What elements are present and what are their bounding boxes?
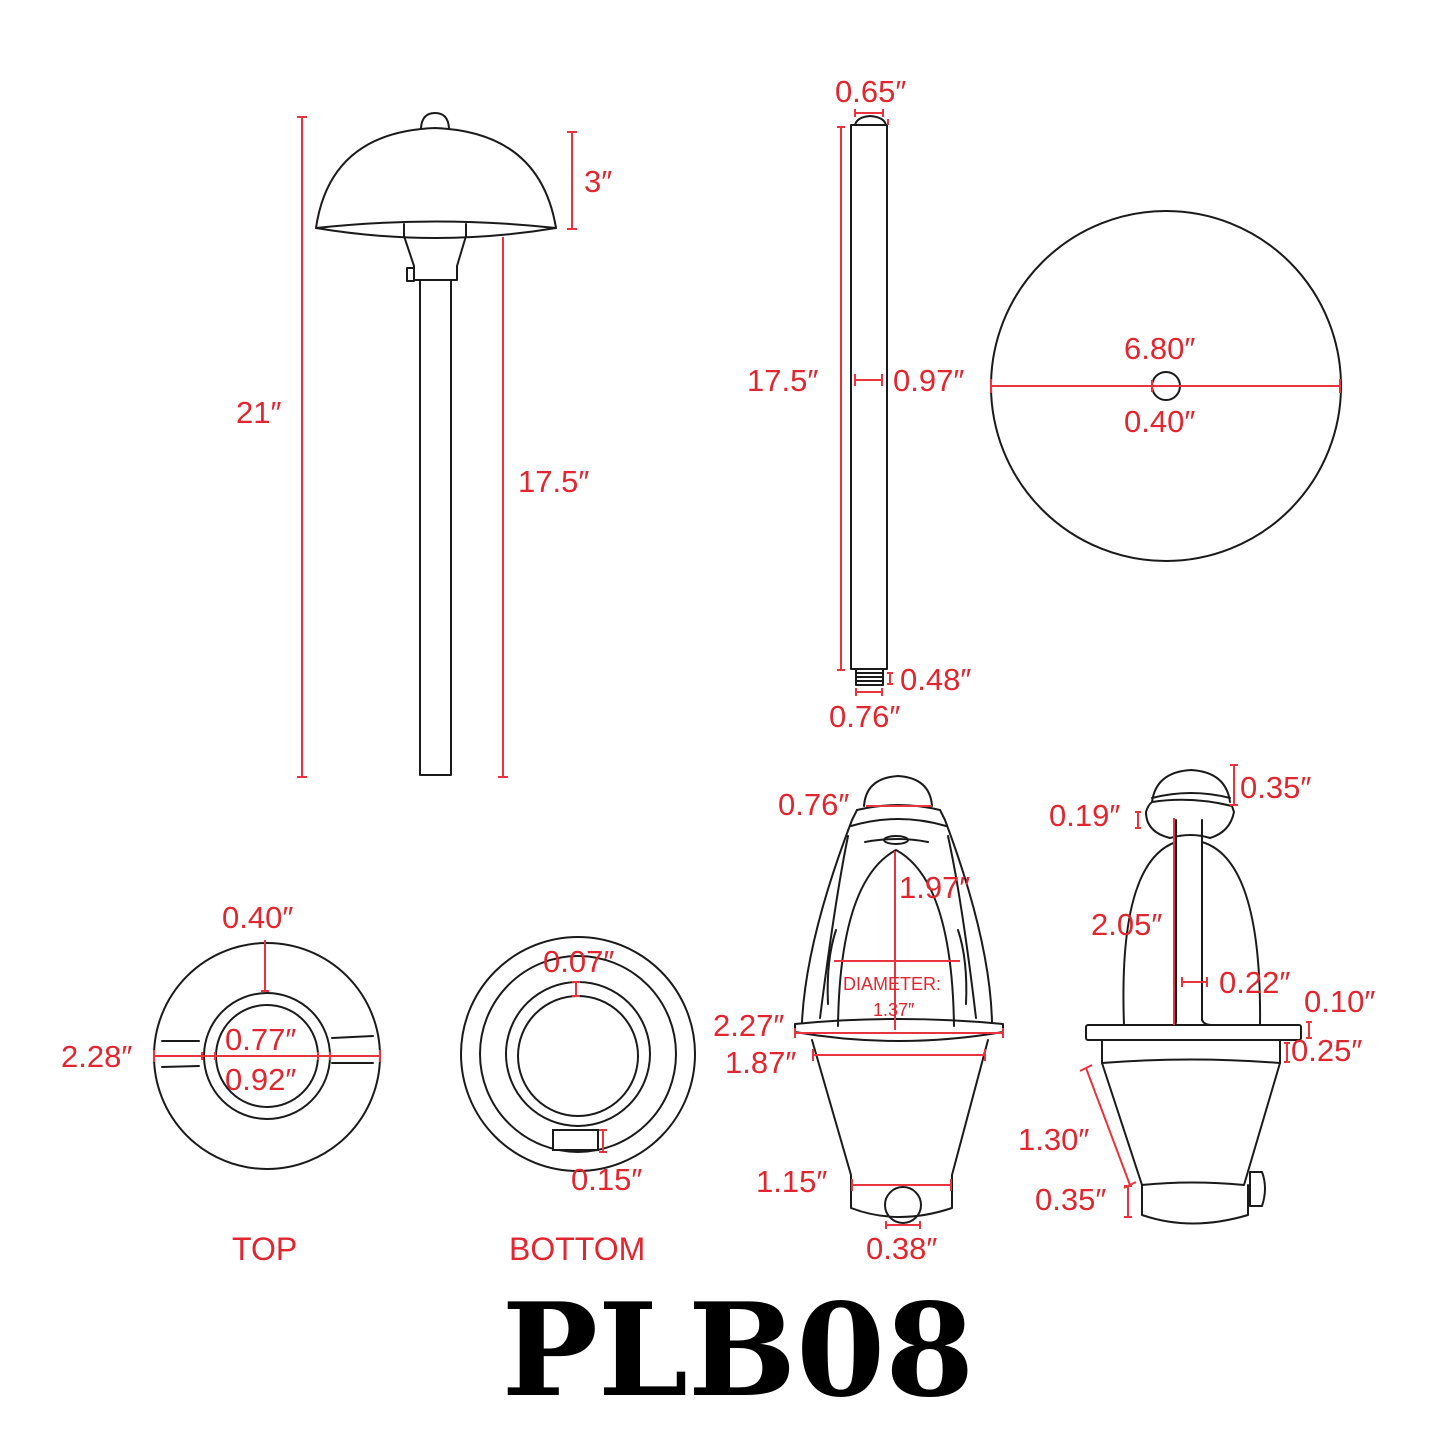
cap-height-label: 0.35″ bbox=[1240, 770, 1311, 805]
bottom-view-label: BOTTOM bbox=[509, 1231, 645, 1267]
body-bottom-width-label: 1.15″ bbox=[756, 1164, 827, 1199]
stem-diameter-label: 0.97″ bbox=[893, 363, 964, 398]
dimension-flange-width bbox=[794, 1028, 1004, 1038]
bottom-tab bbox=[552, 1129, 599, 1151]
center-hole-label: 0.40″ bbox=[1124, 404, 1195, 439]
set-screw-label: 0.38″ bbox=[866, 1231, 937, 1266]
dimension-stem-height bbox=[498, 237, 508, 778]
fixture-front-outline bbox=[794, 775, 1004, 1224]
stem-outline bbox=[850, 115, 888, 686]
dimension-flange-thickness bbox=[1306, 1021, 1312, 1039]
lens-height-label: 1.97″ bbox=[899, 870, 970, 905]
dimension-stem-length bbox=[837, 126, 845, 671]
inner-diameter-a-label: 0.77″ bbox=[225, 1022, 296, 1057]
overall-height-label: 21″ bbox=[236, 395, 281, 430]
dimension-shade-height bbox=[567, 131, 577, 230]
dimension-thread-diameter bbox=[855, 688, 883, 696]
dimension-post-width bbox=[1181, 977, 1208, 987]
dimension-body-top-width bbox=[812, 1049, 986, 1061]
fixture-front-view: 0.76″ 1.97″ DIAMETER: 1.37″ 2.27″ 1.87″ … bbox=[713, 775, 1004, 1266]
dimension-shade-diameter bbox=[990, 379, 1341, 393]
dimension-top-ring bbox=[261, 940, 269, 992]
bottom-view: 0.07″ 0.15″ BOTTOM bbox=[460, 936, 696, 1267]
dimension-cap-base-height bbox=[1135, 811, 1141, 829]
cap-width-label: 0.76″ bbox=[778, 787, 849, 822]
lens-diameter-caption: DIAMETER: bbox=[843, 974, 941, 994]
dimension-top-cap bbox=[854, 109, 889, 125]
dimension-bottom-tab bbox=[599, 1129, 607, 1153]
stem-view: 0.65″ 17.5″ 0.97″ 0.48″ bbox=[747, 74, 971, 734]
body-top-width-label: 1.87″ bbox=[725, 1045, 796, 1080]
tab-height-label: 0.15″ bbox=[571, 1162, 642, 1197]
taper-length-label: 1.30″ bbox=[1018, 1122, 1089, 1157]
shade-height-label: 3″ bbox=[584, 164, 612, 199]
post-width-label: 0.22″ bbox=[1219, 965, 1290, 1000]
dimension-body-bottom-width bbox=[851, 1179, 952, 1191]
cap-base-height-label: 0.19″ bbox=[1049, 798, 1120, 833]
inner-diameter-b-label: 0.92″ bbox=[225, 1062, 296, 1097]
fixture-section-view: 0.35″ 0.19″ 2.05″ 0.22″ 0.10″ 0.25″ bbox=[1018, 764, 1375, 1225]
dimension-base-band bbox=[1124, 1185, 1132, 1218]
thread-height-label: 0.48″ bbox=[900, 662, 971, 697]
dimension-cap-height bbox=[1230, 764, 1238, 806]
stem-height-label: 17.5″ bbox=[518, 464, 589, 499]
model-title: PLB08 bbox=[502, 1276, 975, 1426]
dimension-collar-height bbox=[1284, 1042, 1290, 1063]
ring-gap-label: 0.07″ bbox=[543, 944, 614, 979]
dimension-top-diameters bbox=[153, 1050, 381, 1062]
dimension-bottom-gap bbox=[572, 981, 580, 997]
shade-top-view: 6.80″ 0.40″ bbox=[990, 210, 1342, 562]
stem-length-label: 17.5″ bbox=[747, 363, 818, 398]
top-cap-width-label: 0.65″ bbox=[835, 74, 906, 109]
post-height-label: 2.05″ bbox=[1091, 907, 1162, 942]
dimension-set-screw bbox=[885, 1221, 921, 1229]
ring-width-label: 0.40″ bbox=[222, 900, 293, 935]
dimension-overall-height bbox=[297, 116, 307, 778]
collar-height-label: 0.25″ bbox=[1291, 1033, 1362, 1068]
flange-thickness-label: 0.10″ bbox=[1304, 984, 1375, 1019]
base-band-label: 0.35″ bbox=[1035, 1182, 1106, 1217]
top-view: 0.40″ 2.28″ 0.77″ 0.92″ TOP bbox=[61, 900, 381, 1267]
shade-diameter-label: 6.80″ bbox=[1124, 331, 1195, 366]
dimension-stem-diameter bbox=[854, 374, 883, 386]
outer-diameter-label: 2.28″ bbox=[61, 1039, 132, 1074]
top-view-label: TOP bbox=[232, 1231, 297, 1267]
fixture-section-outline bbox=[1085, 769, 1302, 1225]
lens-diameter-label: 1.37″ bbox=[873, 1000, 915, 1020]
thread-diameter-label: 0.76″ bbox=[829, 699, 900, 734]
flange-width-label: 2.27″ bbox=[713, 1008, 784, 1043]
path-light-side-outline bbox=[315, 112, 557, 776]
dimension-thread-height bbox=[887, 672, 893, 685]
side-view: 21″ 3″ 17.5″ bbox=[236, 112, 612, 778]
